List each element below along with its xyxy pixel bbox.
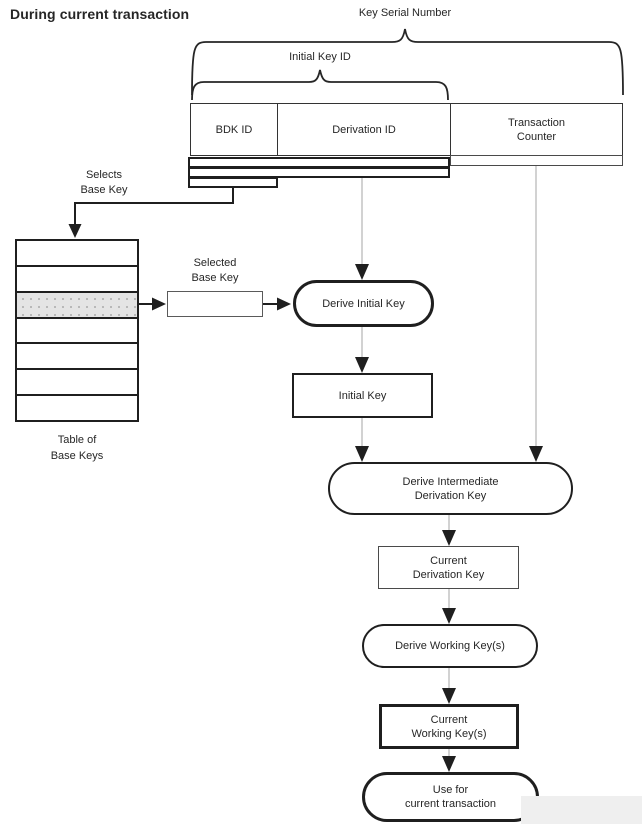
selects-base-key-label: Selects Base Key (80, 169, 128, 196)
selects-base-key-arrow (68, 187, 234, 238)
derive-initial-to-initial-key-connector (355, 327, 369, 373)
derive-working-keys-text: Derive Working Key(s) (395, 640, 505, 652)
derive-intermediate-node: Derive Intermediate Derivation Key (328, 462, 573, 515)
ksn-header-derivation-id: Derivation ID (277, 103, 451, 156)
ksn-subrow-bdk-id (188, 177, 278, 188)
derive-intermediate-text: Derive Intermediate Derivation Key (402, 475, 499, 502)
transaction-counter-to-intermediate-connector (529, 165, 543, 462)
base-key-row (17, 344, 137, 371)
initial-key-to-intermediate-connector (355, 418, 369, 462)
current-working-keys-node: Current Working Key(s) (379, 704, 519, 749)
use-for-current-transaction-text: Use for current transaction (404, 784, 497, 810)
current-derivation-key-node: Current Derivation Key (378, 546, 519, 589)
derive-initial-key-text: Derive Initial Key (322, 297, 405, 310)
base-key-row (17, 266, 137, 293)
derive-working-to-current-working-connector (442, 668, 456, 704)
initial-key-text: Initial Key (338, 389, 387, 402)
row-to-selected-arrow (138, 297, 166, 311)
base-key-row (17, 370, 137, 397)
bdk-id-label: BDK ID (215, 123, 253, 136)
current-working-keys-text: Current Working Key(s) (411, 713, 487, 740)
initial-key-node: Initial Key (292, 373, 433, 418)
base-key-row-selected (17, 292, 137, 319)
current-derivation-key-text: Current Derivation Key (412, 554, 485, 581)
transaction-counter-label: Transaction Counter (507, 116, 566, 143)
selected-base-key-label: Selected Base Key (191, 257, 239, 284)
base-key-row (17, 318, 137, 345)
ksn-subrow-transaction-counter (450, 155, 623, 166)
base-key-table-caption: Table of Base Keys (50, 434, 104, 462)
initial-key-id-label: Initial Key ID (289, 51, 351, 63)
watermark-remnant (521, 796, 642, 824)
intermediate-to-current-derivation-connector (442, 515, 456, 546)
key-serial-number-label: Key Serial Number (358, 7, 452, 19)
derive-initial-key-node: Derive Initial Key (293, 280, 434, 327)
current-working-to-use-connector (442, 749, 456, 772)
derivation-id-label: Derivation ID (332, 123, 396, 136)
base-key-table (15, 239, 139, 422)
use-for-current-transaction-node: Use for current transaction (362, 772, 539, 822)
base-key-row (17, 241, 137, 267)
derivation-id-to-derive-initial-connector (355, 177, 369, 280)
selected-to-derive-arrow (263, 297, 291, 311)
current-derivation-to-derive-working-connector (442, 589, 456, 624)
ksn-header-transaction-counter: Transaction Counter (450, 103, 623, 156)
page-title: During current transaction (10, 6, 190, 22)
selected-base-key-box (167, 291, 263, 317)
base-key-row (17, 396, 137, 421)
ksn-subrow-initial-key-id-2 (188, 167, 450, 178)
ksn-header-bdk-id: BDK ID (190, 103, 278, 156)
key-serial-number-brace (191, 28, 624, 96)
derive-working-keys-node: Derive Working Key(s) (362, 624, 538, 668)
initial-key-id-brace (191, 69, 449, 101)
